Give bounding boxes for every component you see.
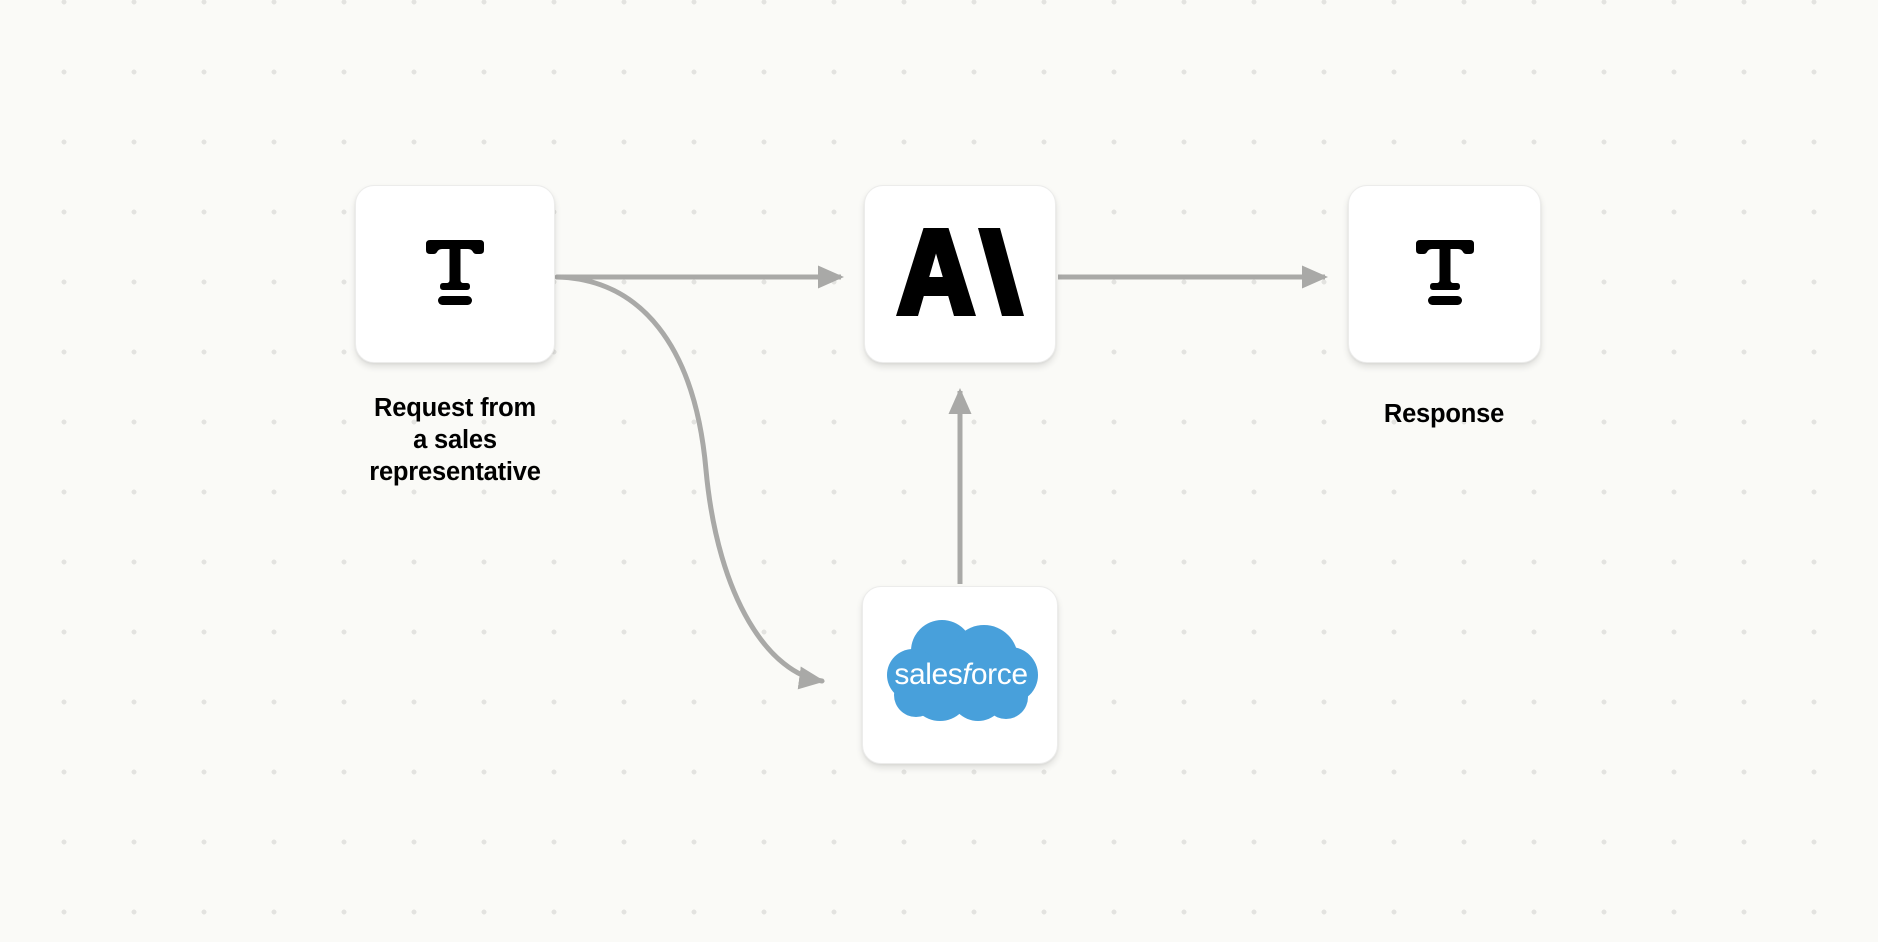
node-anthropic[interactable] <box>864 185 1056 363</box>
node-request[interactable] <box>355 185 555 363</box>
text-t-icon <box>424 236 486 313</box>
node-response[interactable] <box>1348 185 1541 363</box>
node-request-label: Request from a sales representative <box>369 394 541 487</box>
anthropic-logo-icon <box>896 227 1024 321</box>
node-response-label: Response <box>1383 400 1505 428</box>
text-t-icon <box>1414 236 1476 313</box>
